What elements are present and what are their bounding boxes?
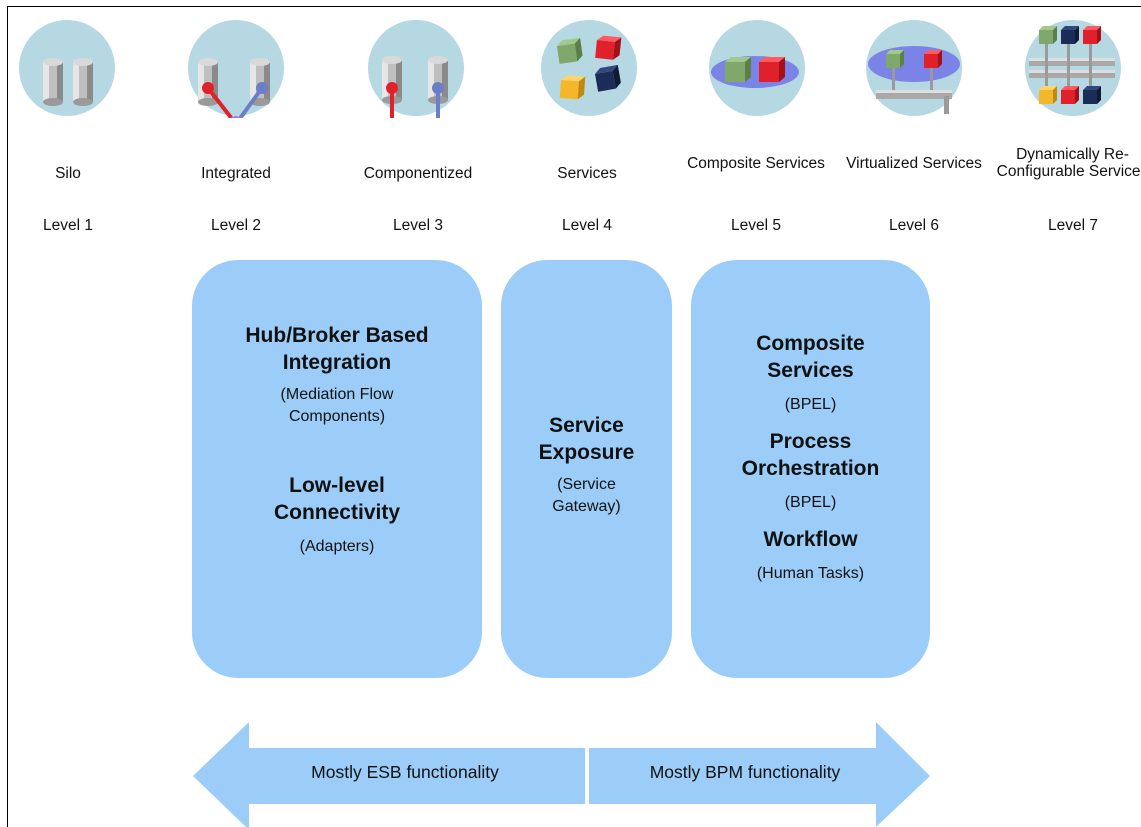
stage-level-4: Level 4 — [562, 217, 612, 234]
stage-name-1: Silo — [55, 165, 81, 182]
bpm-capability-box: Composite Services (BPEL) Process Orches… — [691, 260, 930, 678]
bpm-functionality-label: Mostly BPM functionality — [649, 762, 841, 782]
process-orchestration-detail: (BPEL) — [784, 494, 837, 511]
stage-level-3: Level 3 — [393, 217, 443, 234]
stage-name-4: Services — [557, 165, 617, 182]
stage-name-3: Componentized — [363, 165, 473, 182]
stage-name-7: Dynamically Re-Configurable Services — [996, 146, 1141, 180]
stage-level-5: Level 5 — [731, 217, 781, 234]
gateway-capability-box: Service Exposure (Service Gateway) — [501, 260, 672, 678]
bpm-arrow-shape — [589, 722, 930, 827]
service-gateway-detail: (Service Gateway) — [552, 476, 621, 515]
esb-capability-box: Hub/Broker Based Integration (Mediation … — [192, 260, 482, 678]
esb-functionality-label: Mostly ESB functionality — [311, 762, 499, 782]
reconfigurable-services-icon — [1023, 18, 1123, 118]
integrated-cylinders-icon — [186, 18, 286, 118]
service-exposure-heading: Service Exposure — [538, 414, 635, 464]
hub-broker-heading: Hub/Broker Based Integration — [245, 324, 429, 374]
low-level-connectivity-heading: Low-level Connectivity — [273, 474, 401, 524]
esb-arrow-shape — [193, 722, 585, 827]
stage-level-7: Level 7 — [1048, 217, 1098, 234]
stage-name-5: Composite Services — [687, 155, 825, 172]
componentized-cylinders-icon — [366, 18, 466, 118]
services-cubes-icon — [539, 18, 639, 118]
stage-name-2: Integrated — [201, 165, 271, 182]
human-tasks-detail: (Human Tasks) — [756, 565, 865, 582]
composite-services-icon — [707, 18, 807, 118]
stage-level-1: Level 1 — [43, 217, 93, 234]
workflow-heading: Workflow — [763, 528, 858, 551]
hub-broker-detail: (Mediation Flow Components) — [280, 386, 394, 425]
adapters-detail: (Adapters) — [299, 538, 375, 555]
stage-name-6: Virtualized Services — [846, 155, 982, 172]
composite-services-detail: (BPEL) — [784, 396, 837, 413]
stage-level-6: Level 6 — [889, 217, 939, 234]
diagram-frame — [7, 6, 1141, 827]
silo-cylinders-icon — [17, 18, 117, 118]
stage-level-2: Level 2 — [211, 217, 261, 234]
virtualized-services-icon — [864, 18, 964, 118]
process-orchestration-heading: Process Orchestration — [741, 430, 880, 480]
composite-services-heading: Composite Services — [756, 332, 865, 382]
